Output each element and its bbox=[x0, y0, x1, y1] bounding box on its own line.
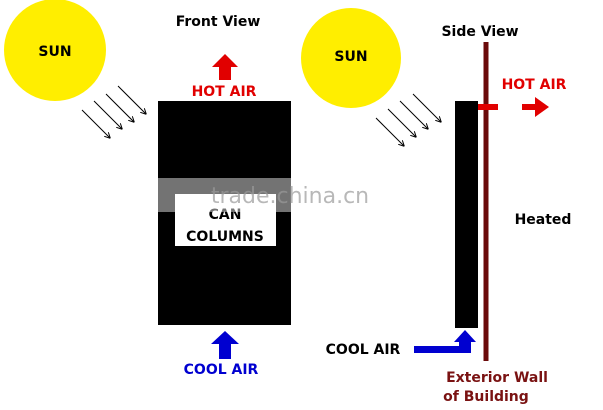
side-can-panel bbox=[455, 101, 478, 328]
watermark-band bbox=[155, 178, 405, 212]
side-sun-rays bbox=[375, 93, 441, 146]
can-columns-label-line1: CAN bbox=[209, 207, 242, 223]
front-cool-air-arrow bbox=[211, 331, 239, 359]
heated-label: Heated bbox=[515, 212, 572, 228]
can-columns-label-line2: COLUMNS bbox=[186, 229, 264, 245]
side-hot-air-arrow bbox=[522, 97, 549, 117]
front-sun-rays bbox=[81, 85, 146, 138]
side-hot-air-label: HOT AIR bbox=[502, 77, 567, 93]
front-sun bbox=[4, 0, 106, 101]
side-sun bbox=[301, 8, 401, 108]
front-cool-air-label: COOL AIR bbox=[184, 362, 259, 378]
front-hot-air-arrow bbox=[212, 54, 238, 80]
exterior-wall-label-line2: of Building bbox=[443, 389, 529, 405]
front-sun-label: SUN bbox=[38, 44, 71, 60]
can-columns-label-box bbox=[175, 194, 276, 246]
exterior-wall-label-line1: Exterior Wall bbox=[446, 370, 548, 386]
side-cool-air-arrow bbox=[414, 330, 476, 353]
side-sun-label: SUN bbox=[334, 49, 367, 65]
hot-air-duct bbox=[478, 104, 498, 110]
front-hot-air-label: HOT AIR bbox=[192, 84, 257, 100]
side-view-title: Side View bbox=[441, 24, 518, 40]
watermark: trade.china.cn bbox=[211, 184, 369, 209]
side-cool-air-label: COOL AIR bbox=[326, 342, 401, 358]
front-view-title: Front View bbox=[176, 14, 261, 30]
